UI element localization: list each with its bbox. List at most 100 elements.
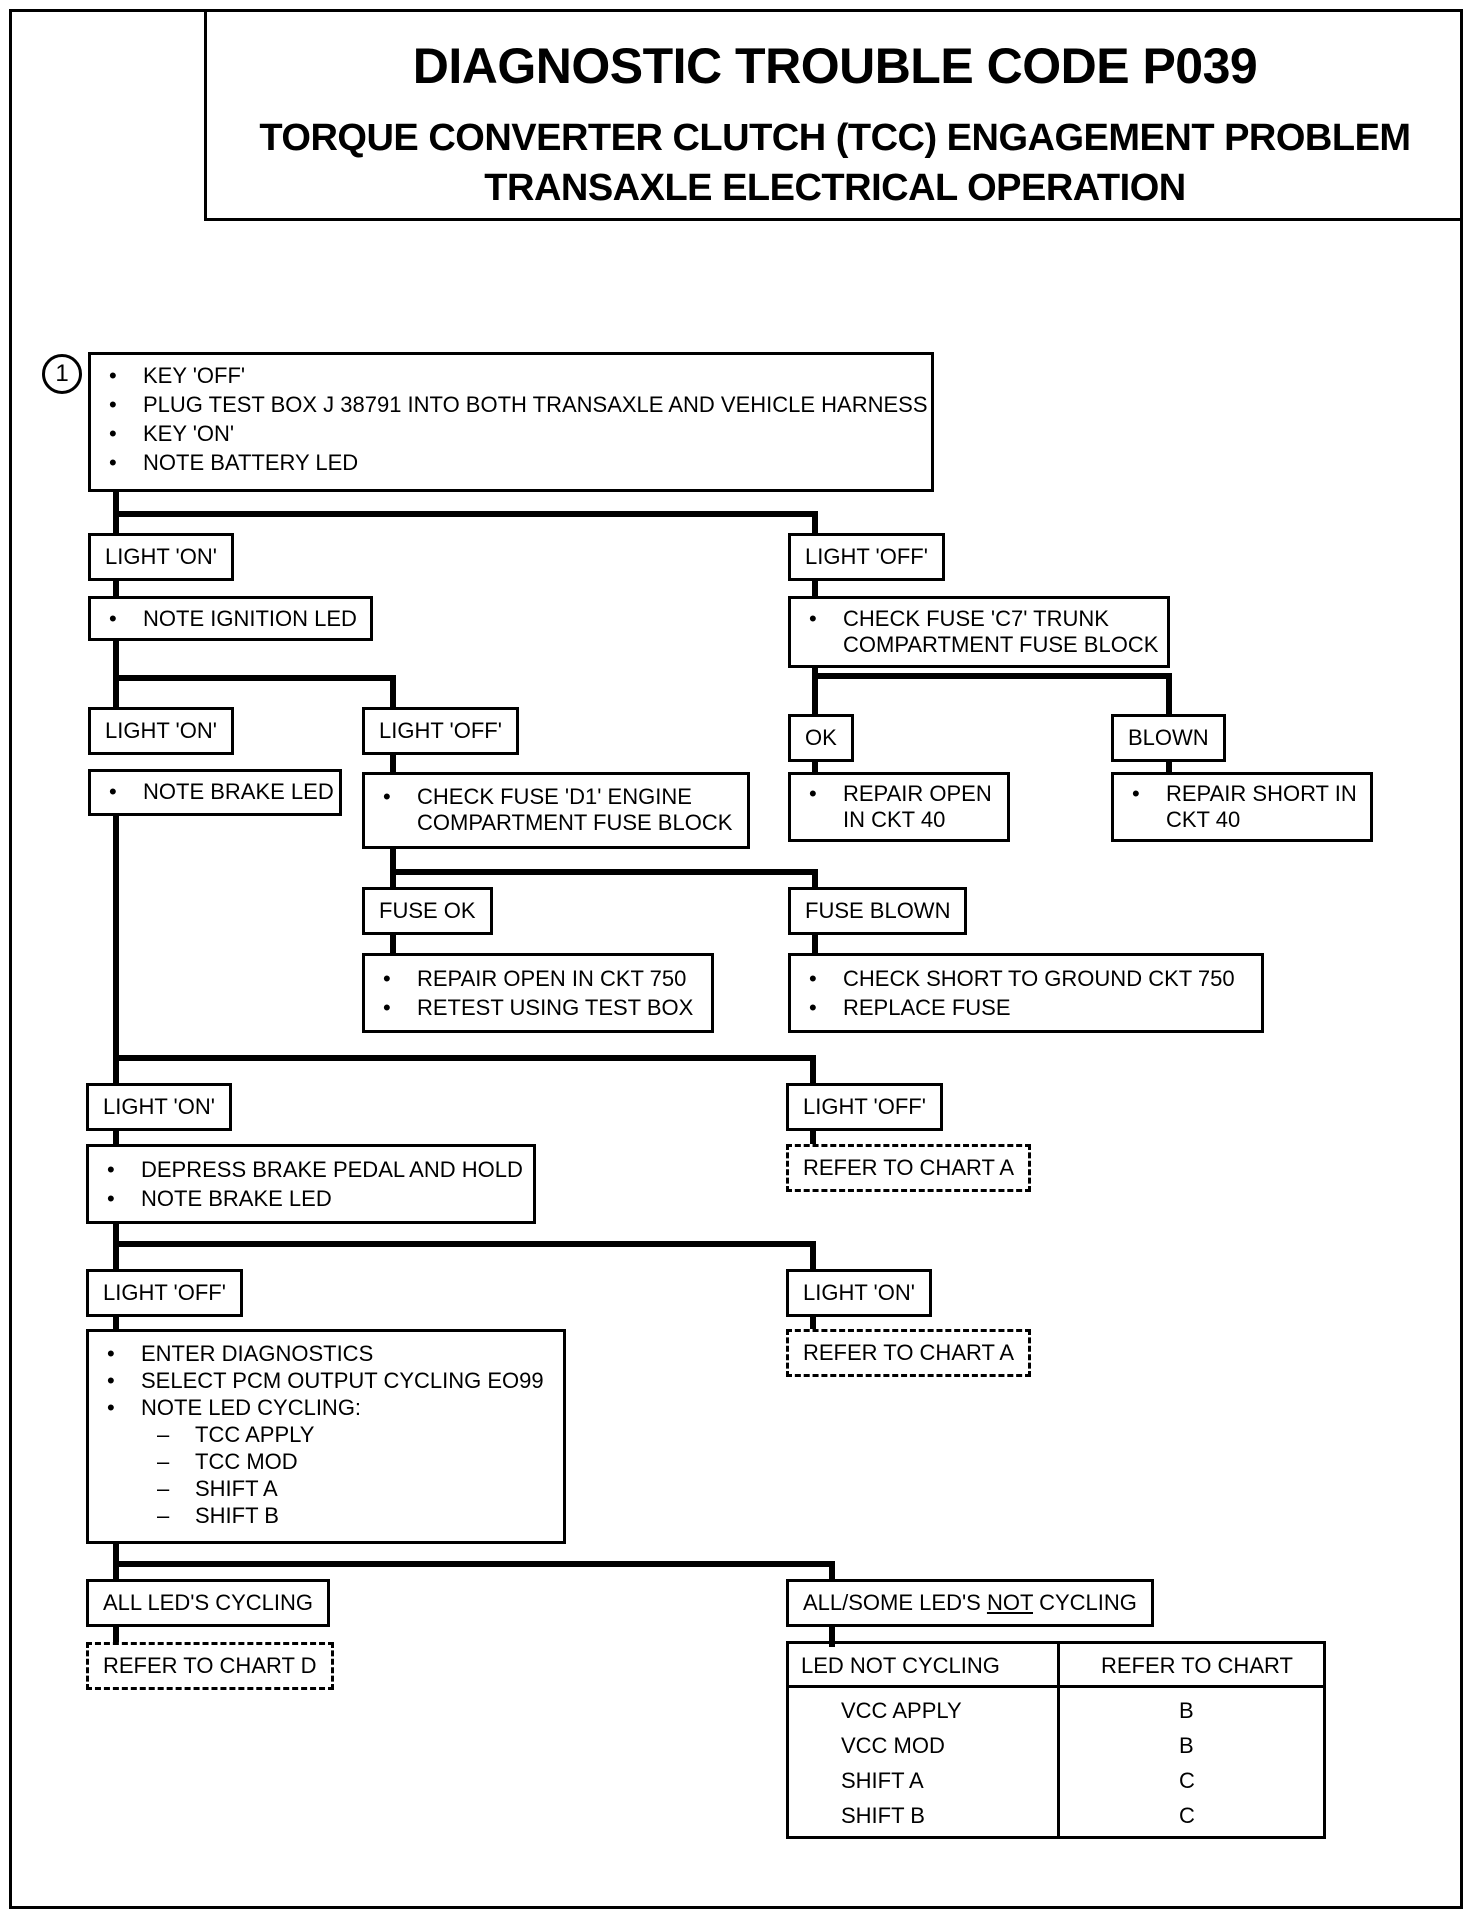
table-header: LED NOT CYCLING REFER TO CHART: [789, 1644, 1323, 1688]
bullet-icon: •: [107, 1157, 115, 1182]
bullet-icon: •: [107, 1395, 115, 1420]
list-item: •NOTE IGNITION LED: [109, 606, 357, 631]
connector-line: [113, 1055, 816, 1090]
table-cell: SHIFT B: [841, 1803, 925, 1828]
connector-line: [113, 511, 818, 540]
bullet-icon: •: [109, 606, 117, 631]
page-subtitle: TORQUE CONVERTER CLUTCH (TCC) ENGAGEMENT…: [259, 117, 1411, 159]
bullet-icon: •: [809, 995, 817, 1020]
sub-list-item: –SHIFT A: [157, 1476, 278, 1501]
fuse-c7-blown-label: BLOWN: [1111, 714, 1226, 762]
bullet-icon: •: [109, 421, 117, 446]
bullet-icon: •: [107, 1368, 115, 1393]
list-item: •NOTE BRAKE LED: [109, 779, 334, 804]
list-item: •KEY 'OFF': [109, 363, 246, 388]
table-row: VCC MOD B: [789, 1733, 1323, 1763]
page-frame: [9, 9, 1463, 1909]
page-subtitle-2: TRANSAXLE ELECTRICAL OPERATION: [484, 167, 1186, 209]
start-instructions-box: •KEY 'OFF' •PLUG TEST BOX J 38791 INTO B…: [88, 352, 934, 492]
list-item: •ENTER DIAGNOSTICS: [107, 1341, 374, 1366]
table-cell: B: [1179, 1698, 1194, 1723]
connector-line: [390, 869, 818, 894]
list-item: •DEPRESS BRAKE PEDAL AND HOLD: [107, 1157, 523, 1182]
table-header-cell: LED NOT CYCLING: [801, 1653, 1000, 1678]
fuse-ok-label: FUSE OK: [362, 887, 493, 935]
sub-list-item: –TCC MOD: [157, 1449, 298, 1474]
list-item: •RETEST USING TEST BOX: [383, 995, 694, 1020]
fuse-c7-ok-label: OK: [788, 714, 854, 762]
fuse-blown-label: FUSE BLOWN: [788, 887, 968, 935]
ignition-light-on-label: LIGHT 'ON': [88, 707, 234, 755]
brake-light-off-label: LIGHT 'OFF': [786, 1083, 943, 1131]
bullet-icon: •: [109, 450, 117, 475]
connector-line: [113, 1241, 816, 1276]
battery-light-off-label: LIGHT 'OFF': [788, 533, 945, 581]
repair-open-ckt750-box: •REPAIR OPEN IN CKT 750 •RETEST USING TE…: [362, 953, 714, 1033]
table-divider: [1057, 1644, 1060, 1836]
check-fuse-c7-box: •CHECK FUSE 'C7' TRUNK COMPARTMENT FUSE …: [788, 596, 1170, 668]
list-item: •NOTE LED CYCLING:: [107, 1395, 362, 1420]
list-item: •CHECK SHORT TO GROUND CKT 750: [809, 966, 1235, 991]
bullet-icon: •: [107, 1186, 115, 1211]
bullet-icon: •: [383, 995, 391, 1020]
bullet-icon: •: [809, 966, 817, 991]
table-cell: B: [1179, 1733, 1194, 1758]
refer-chart-d-box: REFER TO CHART D: [86, 1642, 334, 1690]
list-item: •REPAIR OPEN: [809, 781, 992, 806]
table-cell: C: [1179, 1768, 1195, 1793]
bullet-icon: •: [109, 392, 117, 417]
refer-chart-a-box-2: REFER TO CHART A: [786, 1329, 1032, 1377]
bullet-icon: •: [1132, 781, 1140, 806]
hold-light-on-label: LIGHT 'ON': [786, 1269, 932, 1317]
table-row: SHIFT B C: [789, 1803, 1323, 1833]
page-title: DIAGNOSTIC TROUBLE CODE P039: [412, 38, 1258, 94]
bullet-icon: •: [383, 966, 391, 991]
table-cell: VCC APPLY: [841, 1698, 962, 1723]
table-cell: SHIFT A: [841, 1768, 924, 1793]
list-item: •PLUG TEST BOX J 38791 INTO BOTH TRANSAX…: [109, 392, 928, 417]
list-item: •REPAIR OPEN IN CKT 750: [383, 966, 687, 991]
all-leds-cycling-label: ALL LED'S CYCLING: [86, 1579, 331, 1627]
list-item: •REPLACE FUSE: [809, 995, 1011, 1020]
sub-list-item: –SHIFT B: [157, 1503, 279, 1528]
depress-brake-pedal-box: •DEPRESS BRAKE PEDAL AND HOLD •NOTE BRAK…: [86, 1144, 536, 1224]
step-marker: 1: [42, 354, 82, 394]
note-ignition-led-box: •NOTE IGNITION LED: [88, 596, 373, 641]
note-brake-led-box: •NOTE BRAKE LED: [88, 769, 342, 816]
list-item: CKT 40: [1166, 807, 1241, 832]
list-item: •CHECK FUSE 'D1' ENGINE: [383, 784, 692, 809]
table-cell: C: [1179, 1803, 1195, 1828]
connector-line: [113, 1561, 835, 1586]
table-header-cell: REFER TO CHART: [1101, 1653, 1293, 1678]
list-item: •NOTE BRAKE LED: [107, 1186, 332, 1211]
bullet-icon: •: [109, 363, 117, 388]
list-item: IN CKT 40: [843, 807, 946, 832]
enter-diagnostics-box: •ENTER DIAGNOSTICS •SELECT PCM OUTPUT CY…: [86, 1329, 566, 1544]
list-item: COMPARTMENT FUSE BLOCK: [843, 632, 1159, 657]
dash-icon: –: [157, 1476, 170, 1501]
check-fuse-d1-box: •CHECK FUSE 'D1' ENGINE COMPARTMENT FUSE…: [362, 772, 750, 849]
list-item: •CHECK FUSE 'C7' TRUNK: [809, 606, 1109, 631]
sub-list-item: –TCC APPLY: [157, 1422, 315, 1447]
ignition-light-off-label: LIGHT 'OFF': [362, 707, 519, 755]
bullet-icon: •: [809, 781, 817, 806]
some-leds-not-cycling-label: ALL/SOME LED'S NOT CYCLING: [786, 1579, 1154, 1627]
list-item: •SELECT PCM OUTPUT CYCLING EO99: [107, 1368, 544, 1393]
connector-line: [113, 675, 396, 714]
list-item: COMPARTMENT FUSE BLOCK: [417, 810, 733, 835]
title-block: DIAGNOSTIC TROUBLE CODE P039 TORQUE CONV…: [204, 9, 1463, 221]
check-short-ckt750-box: •CHECK SHORT TO GROUND CKT 750 •REPLACE …: [788, 953, 1264, 1033]
bullet-icon: •: [107, 1341, 115, 1366]
battery-light-on-label: LIGHT 'ON': [88, 533, 234, 581]
repair-short-ckt40-box: •REPAIR SHORT IN CKT 40: [1111, 772, 1373, 842]
dash-icon: –: [157, 1449, 170, 1474]
list-item: •NOTE BATTERY LED: [109, 450, 359, 475]
table-cell: VCC MOD: [841, 1733, 945, 1758]
list-item: •REPAIR SHORT IN: [1132, 781, 1357, 806]
led-reference-table: LED NOT CYCLING REFER TO CHART VCC APPLY…: [786, 1641, 1326, 1839]
bullet-icon: •: [109, 779, 117, 804]
repair-open-ckt40-box: •REPAIR OPEN IN CKT 40: [788, 772, 1010, 842]
bullet-icon: •: [809, 606, 817, 631]
dash-icon: –: [157, 1503, 170, 1528]
bullet-icon: •: [383, 784, 391, 809]
